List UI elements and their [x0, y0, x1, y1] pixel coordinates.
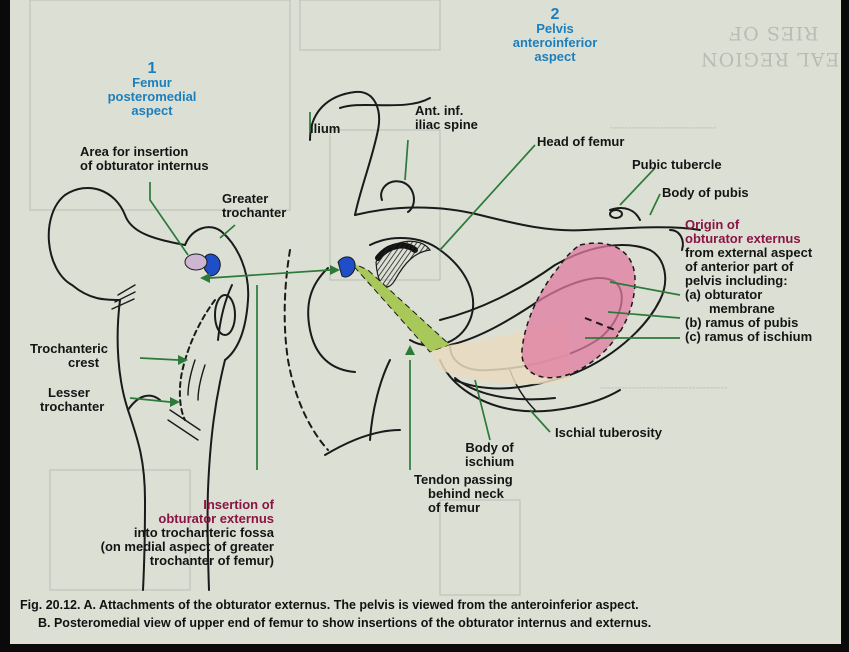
view-2-line1: Pelvis	[495, 22, 615, 36]
label-area-insertion: Area for insertion of obturator internus	[80, 145, 209, 173]
label-lesser-trochanter: Lesser trochanter	[40, 386, 104, 414]
label-insertion: Insertion of obturator externus into tro…	[42, 498, 274, 568]
label-insertion-line3: into trochanteric fossa	[42, 526, 274, 540]
label-insertion-line1: Insertion of	[42, 498, 274, 512]
label-tendon-line2: behind neck	[414, 487, 513, 501]
label-greater-trochanter: Greater trochanter	[222, 192, 286, 220]
label-tendon: Tendon passing behind neck of femur	[414, 473, 513, 515]
label-insertion-line5: trochanter of femur)	[42, 554, 274, 568]
label-lesser-trochanter-line1: Lesser	[40, 386, 104, 400]
figure-caption: Fig. 20.12. A. Attachments of the obtura…	[10, 596, 841, 632]
obturator-internus-area	[185, 254, 207, 270]
label-ant-inf-iliac-spine: Ant. inf. iliac spine	[415, 104, 478, 132]
label-origin-line6: (a) obturator	[685, 288, 812, 302]
label-ant-inf-line1: Ant. inf.	[415, 104, 478, 118]
view-2-line3: aspect	[495, 50, 615, 64]
label-head-of-femur: Head of femur	[537, 135, 624, 149]
view-1-line2: posteromedial	[92, 90, 212, 104]
view-2-number: 2	[495, 8, 615, 22]
label-ilium: Ilium	[310, 122, 340, 136]
label-trochanteric-crest: Trochanteric crest	[30, 342, 108, 370]
label-body-of-ischium: Body of ischium	[465, 441, 514, 469]
label-body-ischium-line1: Body of	[465, 441, 514, 455]
label-origin-line1: Origin of	[685, 218, 812, 232]
caption-line-1: Fig. 20.12. A. Attachments of the obtura…	[10, 596, 841, 614]
view-1-line3: aspect	[92, 104, 212, 118]
label-origin-line8: (b) ramus of pubis	[685, 316, 812, 330]
obturator-externus-origin	[522, 243, 635, 378]
label-body-of-pubis: Body of pubis	[662, 186, 749, 200]
label-area-insertion-line1: Area for insertion	[80, 145, 209, 159]
label-pubic-tubercle: Pubic tubercle	[632, 158, 722, 172]
label-insertion-line4: (on medial aspect of greater	[42, 540, 274, 554]
label-body-ischium-line2: ischium	[465, 455, 514, 469]
femoral-insertion-pelvis-view	[338, 257, 355, 277]
label-tendon-line1: Tendon passing	[414, 473, 513, 487]
label-ant-inf-line2: iliac spine	[415, 118, 478, 132]
label-greater-trochanter-line1: Greater	[222, 192, 286, 206]
label-greater-trochanter-line2: trochanter	[222, 206, 286, 220]
view-1-line1: Femur	[92, 76, 212, 90]
label-lesser-trochanter-line2: trochanter	[40, 400, 104, 414]
label-origin: Origin of obturator externus from extern…	[685, 218, 812, 344]
view-1-number: 1	[92, 62, 212, 76]
label-ischial-tuberosity: Ischial tuberosity	[555, 426, 662, 440]
view-1-title: 1 Femur posteromedial aspect	[92, 62, 212, 118]
label-origin-line5: pelvis including:	[685, 274, 812, 288]
label-insertion-line2: obturator externus	[42, 512, 274, 526]
label-trochanteric-crest-line2: crest	[30, 356, 108, 370]
label-origin-line9: (c) ramus of ischium	[685, 330, 812, 344]
view-2-title: 2 Pelvis anteroinferior aspect	[495, 8, 615, 64]
label-origin-line3: from external aspect	[685, 246, 812, 260]
label-origin-line2: obturator externus	[685, 232, 812, 246]
textbook-page: EAL REGION RIES OF ---------------------…	[10, 0, 841, 644]
caption-line-2: B. Posteromedial view of upper end of fe…	[10, 614, 841, 632]
label-area-insertion-line2: of obturator internus	[80, 159, 209, 173]
obturator-externus-tendon	[350, 262, 450, 352]
label-tendon-line3: of femur	[414, 501, 513, 515]
label-origin-line4: of anterior part of	[685, 260, 812, 274]
label-trochanteric-crest-line1: Trochanteric	[30, 342, 108, 356]
view-2-line2: anteroinferior	[495, 36, 615, 50]
label-origin-line7: membrane	[685, 302, 812, 316]
